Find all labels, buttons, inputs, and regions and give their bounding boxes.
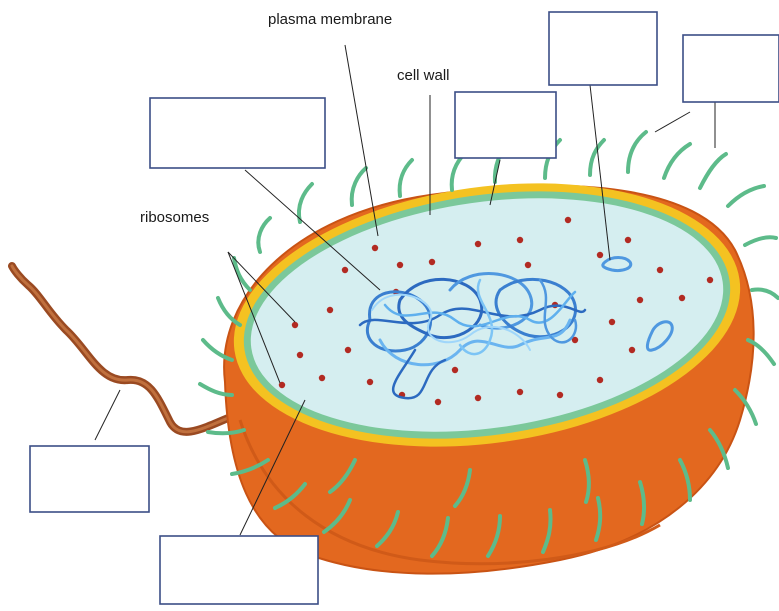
blank-box-capsule[interactable] <box>150 98 325 168</box>
blank-box-flagellum[interactable] <box>30 446 149 512</box>
blank-box-plasmid[interactable] <box>549 12 657 85</box>
blank-box-cytoplasm[interactable] <box>160 536 318 604</box>
blank-box-pili[interactable] <box>455 92 556 158</box>
label-plasma-membrane: plasma membrane <box>268 11 392 28</box>
blank-box-fimbriae[interactable] <box>683 35 779 102</box>
label-cell-wall: cell wall <box>397 67 450 84</box>
flagellum <box>12 266 228 432</box>
label-ribosomes: ribosomes <box>140 209 209 226</box>
